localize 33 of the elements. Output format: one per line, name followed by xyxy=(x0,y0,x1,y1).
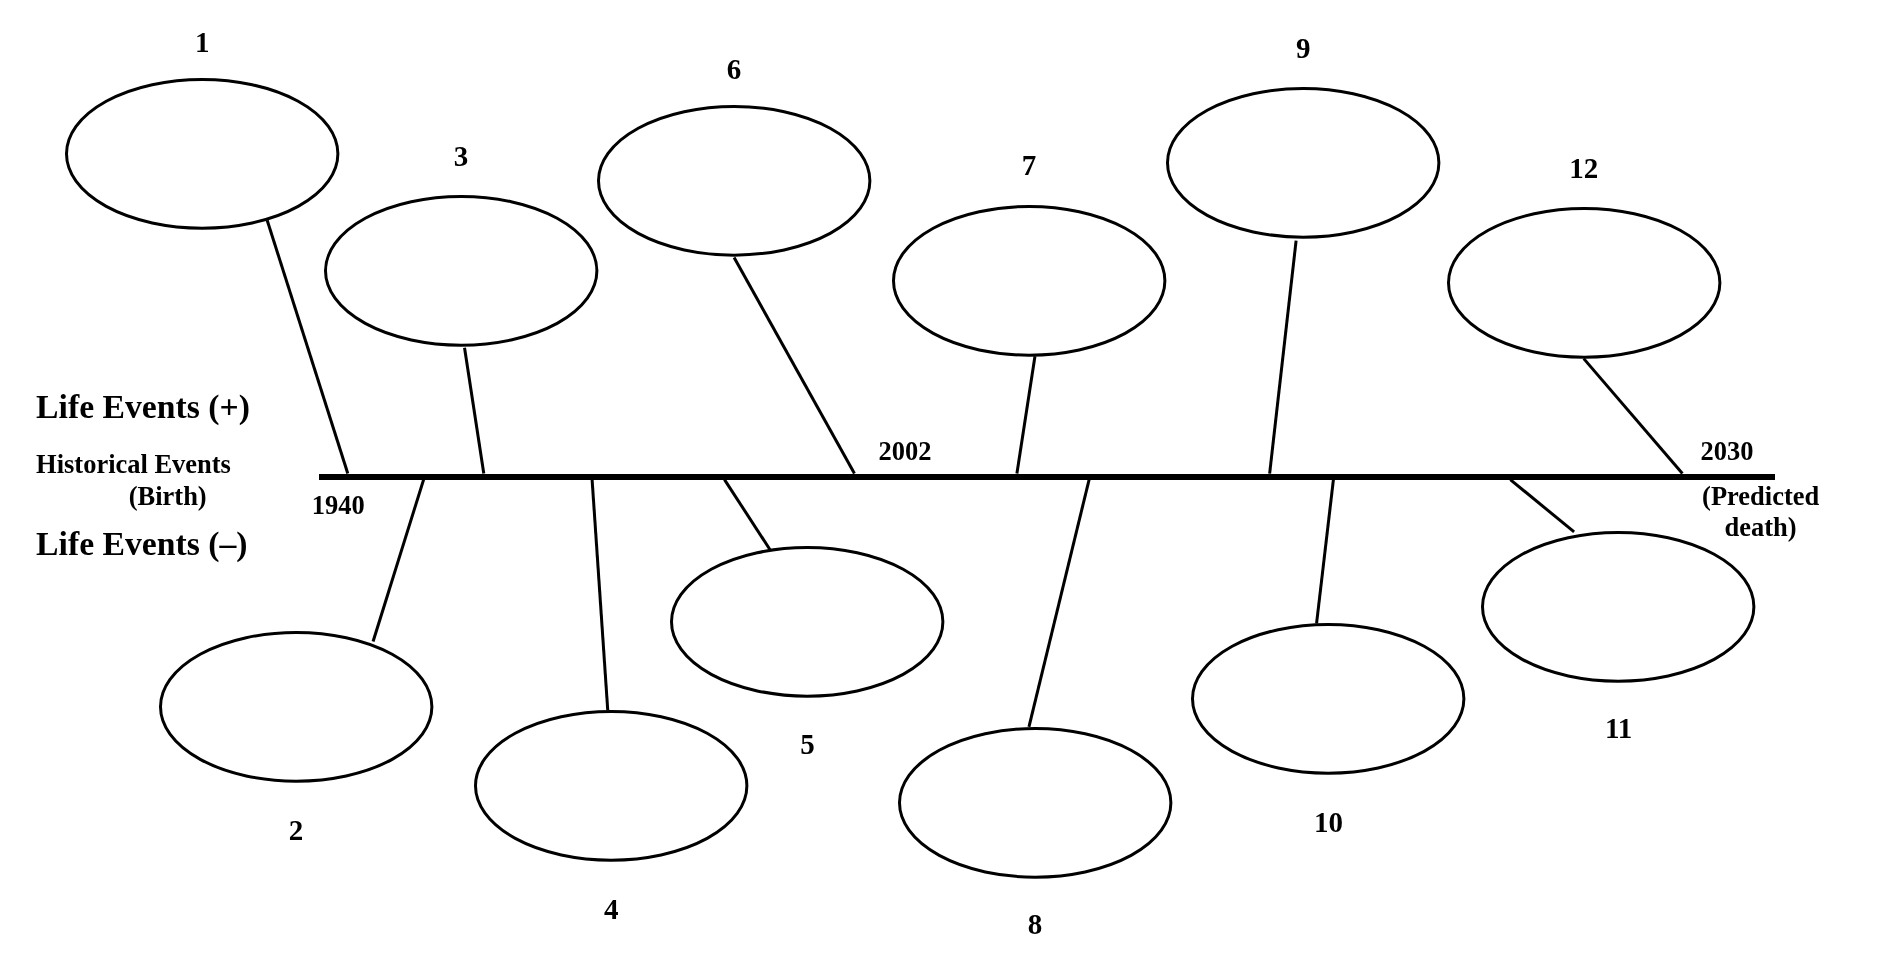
event-number: 7 xyxy=(1021,148,1037,182)
life-events-label: Life Events (+) xyxy=(36,387,250,427)
connector-line xyxy=(371,479,426,642)
event-number: 2 xyxy=(288,813,304,847)
year-label: 1940 xyxy=(311,489,365,521)
event-number: 6 xyxy=(726,52,742,86)
event-number: 5 xyxy=(800,727,815,761)
axis-label: Historical Events xyxy=(36,448,231,480)
end-label: (Predicted death) xyxy=(1701,481,1821,543)
event-number: 9 xyxy=(1296,31,1311,65)
event-number: 10 xyxy=(1314,805,1344,839)
event-number: 3 xyxy=(453,139,469,173)
connector-line xyxy=(463,347,486,474)
event-number: 11 xyxy=(1604,711,1633,745)
connector-line xyxy=(1582,357,1684,475)
connector-line xyxy=(1509,478,1576,534)
connector-line xyxy=(1315,479,1335,624)
connector-line xyxy=(590,479,610,711)
year-label: 2002 xyxy=(878,435,932,467)
axis-label: (Birth) xyxy=(128,481,207,512)
connector-line xyxy=(1027,479,1091,728)
connector-line xyxy=(732,256,856,475)
connector-line xyxy=(265,219,350,474)
life-events-label: Life Events (–) xyxy=(36,524,248,564)
connector-line xyxy=(723,478,772,551)
year-label: 2030 xyxy=(1700,435,1754,467)
connector-line xyxy=(1268,240,1298,474)
event-number: 1 xyxy=(194,25,210,59)
event-number: 8 xyxy=(1027,907,1043,941)
connector-line xyxy=(1015,356,1037,474)
event-number: 4 xyxy=(604,892,619,926)
event-number: 12 xyxy=(1569,152,1599,185)
timeline-bar xyxy=(318,473,1776,480)
